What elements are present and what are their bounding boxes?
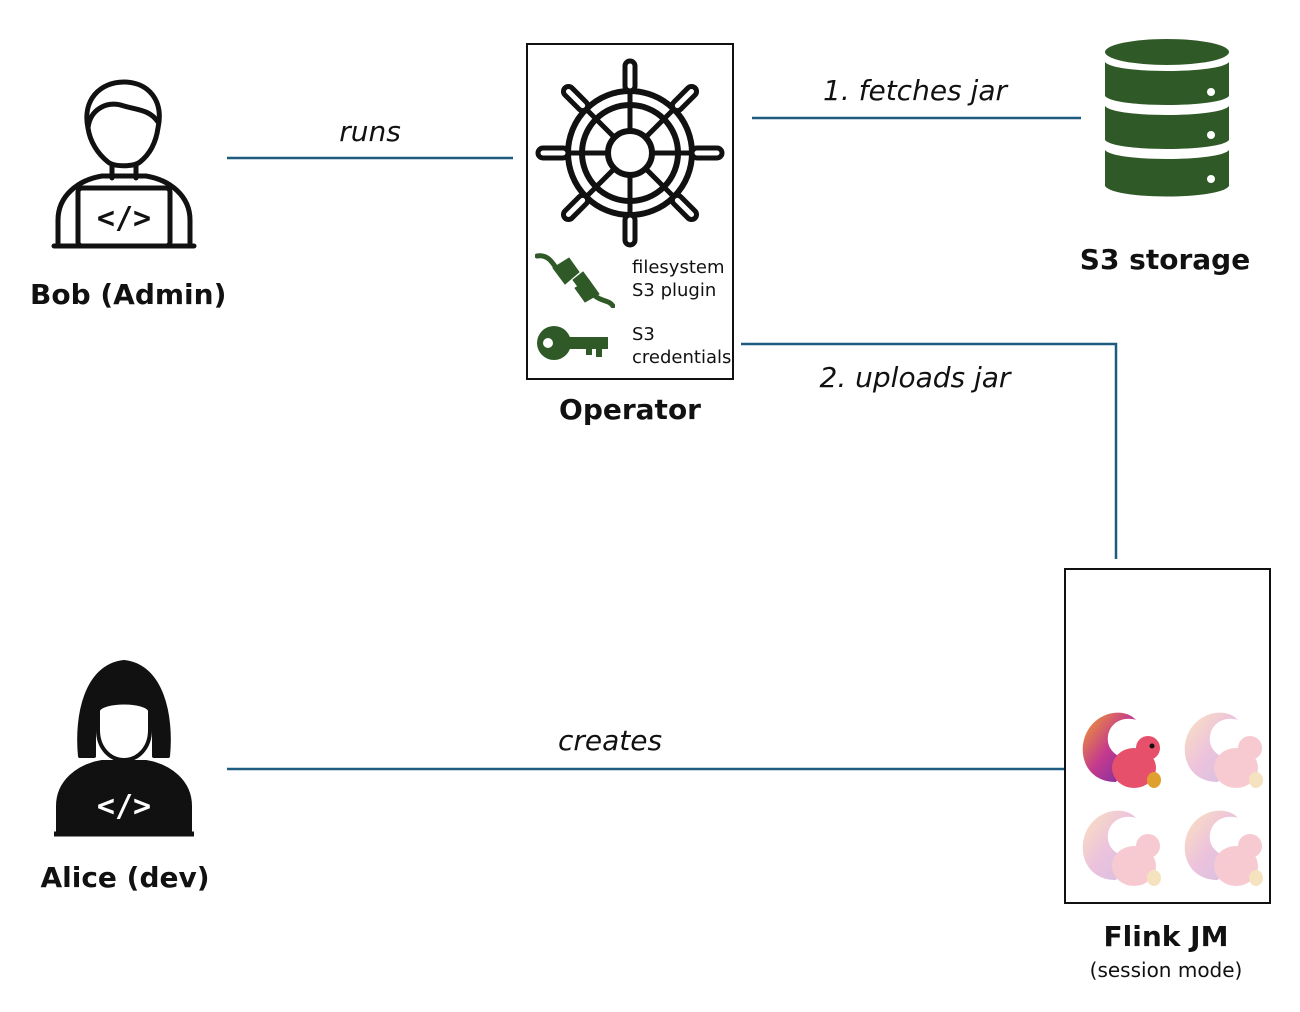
creates-edge-label: creates: [557, 724, 663, 757]
developer-female-laptop-icon: </>: [54, 660, 194, 837]
uploads-connector: [741, 342, 1118, 559]
flink-label: Flink JM: [1103, 920, 1229, 953]
uploads-edge-label: 2. uploads jar: [819, 361, 1011, 394]
plug-icon: [535, 253, 615, 308]
bob-label: Bob (Admin): [30, 278, 227, 311]
alice-label: Alice (dev): [40, 861, 210, 894]
fetches-edge-label: 1. fetches jar: [823, 74, 1007, 107]
ship-wheel-icon: [535, 58, 725, 248]
key-icon: [537, 326, 608, 360]
flink-sublabel: (session mode): [1089, 958, 1243, 982]
storage-label: S3 storage: [1079, 243, 1251, 276]
flink-squirrel-faded-icon: [1184, 712, 1263, 788]
operator-label: Operator: [559, 393, 701, 426]
svg-text:</>: </>: [97, 201, 151, 236]
database-icon: [1105, 39, 1229, 197]
developer-male-laptop-icon: </>: [51, 79, 197, 249]
runs-edge-label: runs: [339, 115, 401, 148]
credentials-label: S3 credentials: [632, 324, 732, 368]
flink-squirrel-faded-icon: [1184, 810, 1263, 886]
plugin-label: filesystem S3 plugin: [632, 257, 725, 301]
flink-squirrel-icon: [1082, 712, 1161, 788]
flink-squirrel-faded-icon: [1082, 810, 1161, 886]
svg-text:</>: </>: [97, 789, 151, 824]
